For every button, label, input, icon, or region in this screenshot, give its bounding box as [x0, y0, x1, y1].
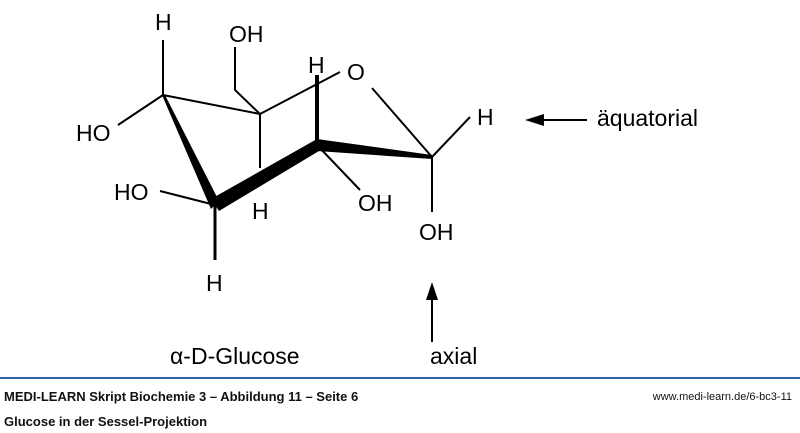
atom-ring-o: O: [347, 59, 365, 85]
bold-bond-c3-c2: [211, 139, 319, 211]
bond-c4-oh: [117, 94, 164, 126]
footer-caption: Glucose in der Sessel-Projektion: [4, 414, 208, 429]
bond-o-c1: [371, 87, 433, 158]
bond-c5-o: [259, 71, 341, 115]
atom-c2-h: H: [308, 52, 325, 78]
wedge-c4-c3: [162, 95, 219, 209]
atom-ch2oh: OH: [229, 21, 264, 47]
bonds: [117, 40, 471, 212]
atom-c5-h: H: [252, 198, 269, 224]
footer-source: MEDI-LEARN Skript Biochemie 3 – Abbildun…: [4, 389, 359, 404]
arrow-up-icon: [426, 282, 438, 300]
bond-c3-oh: [159, 190, 216, 206]
wedge-c2-c1: [317, 139, 432, 159]
atom-c3-oh: HO: [114, 179, 149, 205]
bond-c1-h: [431, 116, 471, 158]
footer-url[interactable]: www.medi-learn.de/6-bc3-11: [652, 391, 792, 403]
bond-c4-c5: [162, 94, 261, 115]
bond-c2-oh: [316, 144, 361, 191]
atom-c4-h: H: [155, 9, 172, 35]
footer-divider: [0, 377, 800, 379]
atom-c1-oh: OH: [419, 219, 454, 245]
atom-c4-oh: HO: [76, 120, 111, 146]
label-equatorial: äquatorial: [597, 105, 698, 131]
diagram-title: α-D-Glucose: [170, 343, 300, 369]
atom-c3-h: H: [206, 270, 223, 296]
label-axial: axial: [430, 343, 477, 369]
atom-c2-oh: OH: [358, 190, 393, 216]
bond-c5-ch2oh: [234, 47, 261, 115]
atom-c1-h: H: [477, 104, 494, 130]
arrow-left-icon: [525, 114, 544, 126]
